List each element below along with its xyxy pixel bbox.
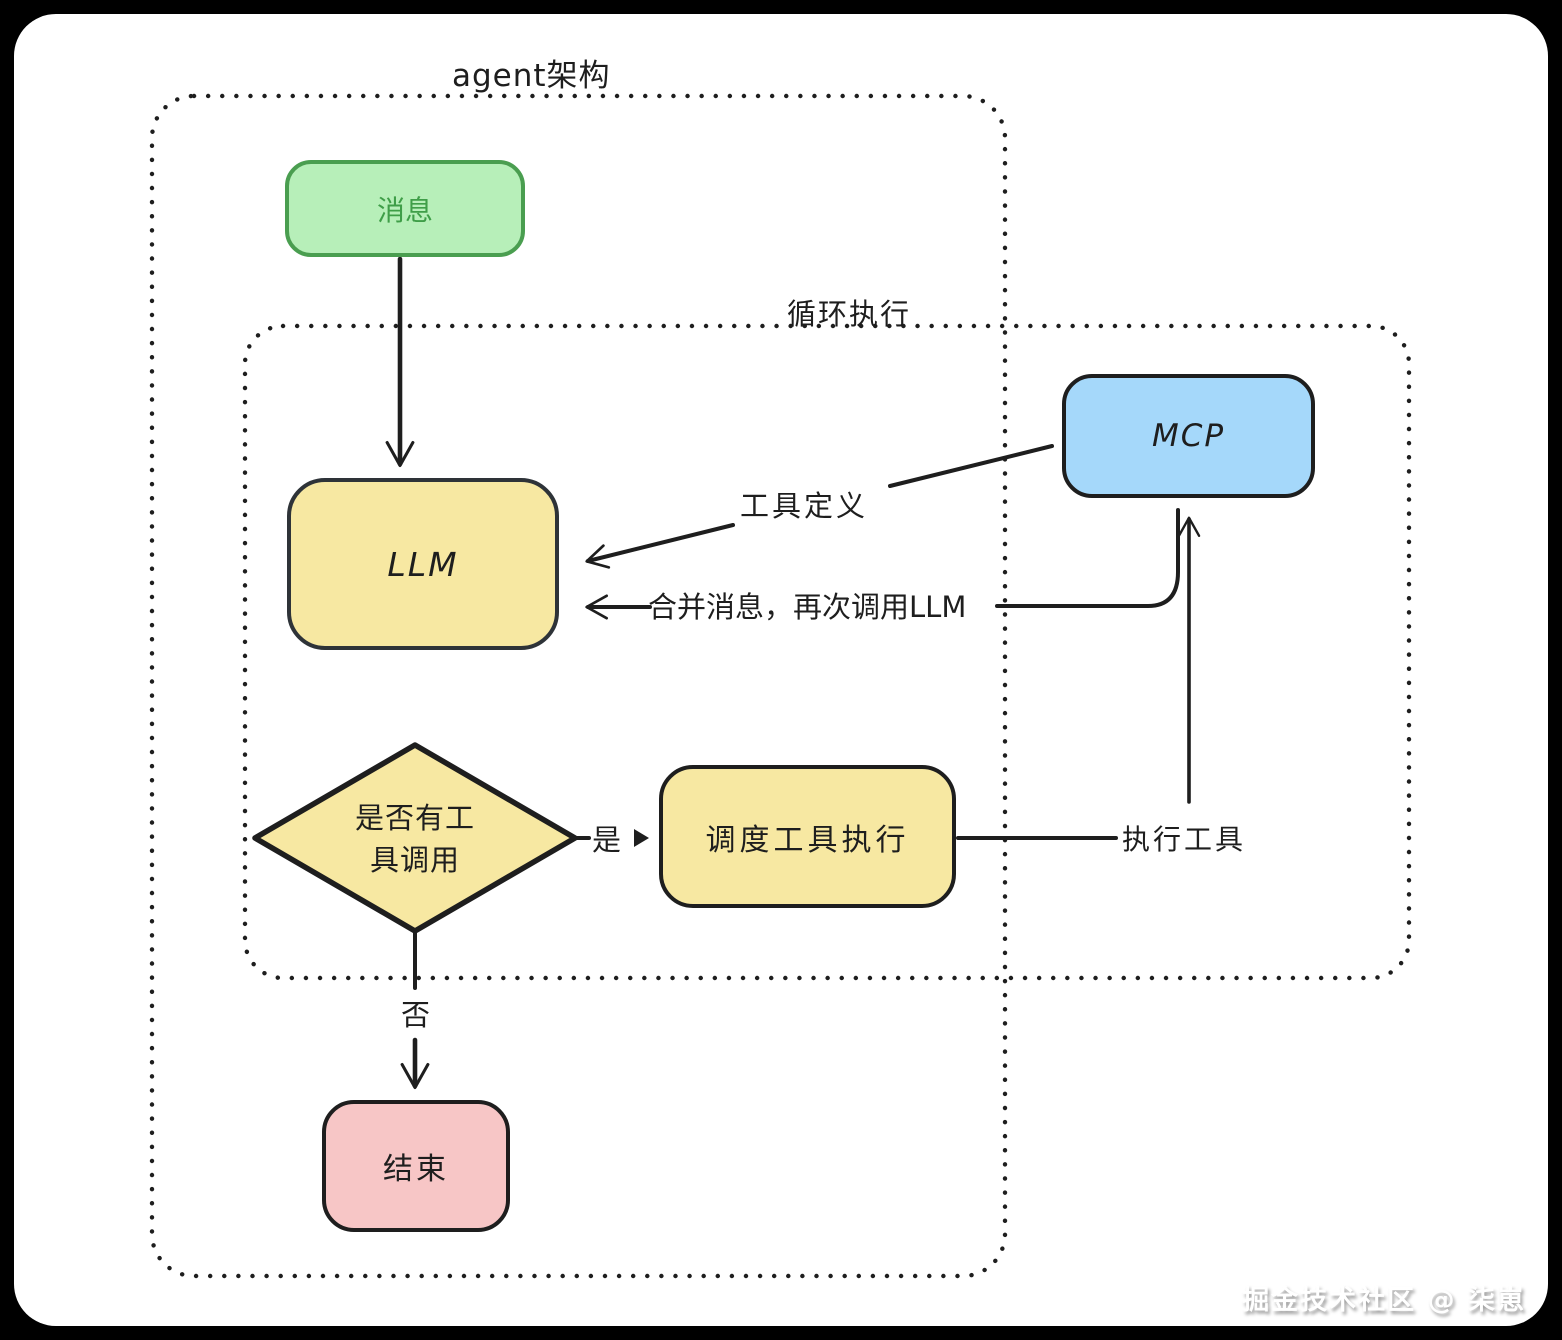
node-llm: LLM <box>287 478 559 650</box>
edge-label-no: 否 <box>401 998 431 1032</box>
node-mcp: MCP <box>1062 374 1315 498</box>
node-end: 结束 <box>322 1100 510 1232</box>
edge-label-tool-definition: 工具定义 <box>740 489 869 523</box>
diagram-canvas <box>14 14 1548 1326</box>
outer-container-label: agent架构 <box>452 58 611 94</box>
edge-label-yes: 是 <box>592 823 622 857</box>
node-message: 消息 <box>285 160 525 257</box>
watermark: 掘金技术社区 @ 柒崽 <box>1242 1285 1526 1316</box>
node-decision-label: 是否有工具调用 <box>354 800 475 877</box>
inner-container-label: 循环执行 <box>787 297 912 331</box>
edge-label-execute-tool: 执行工具 <box>1122 823 1247 856</box>
edge-label-merge-messages: 合并消息，再次调用LLM <box>648 590 967 624</box>
node-dispatch: 调度工具执行 <box>659 765 956 908</box>
